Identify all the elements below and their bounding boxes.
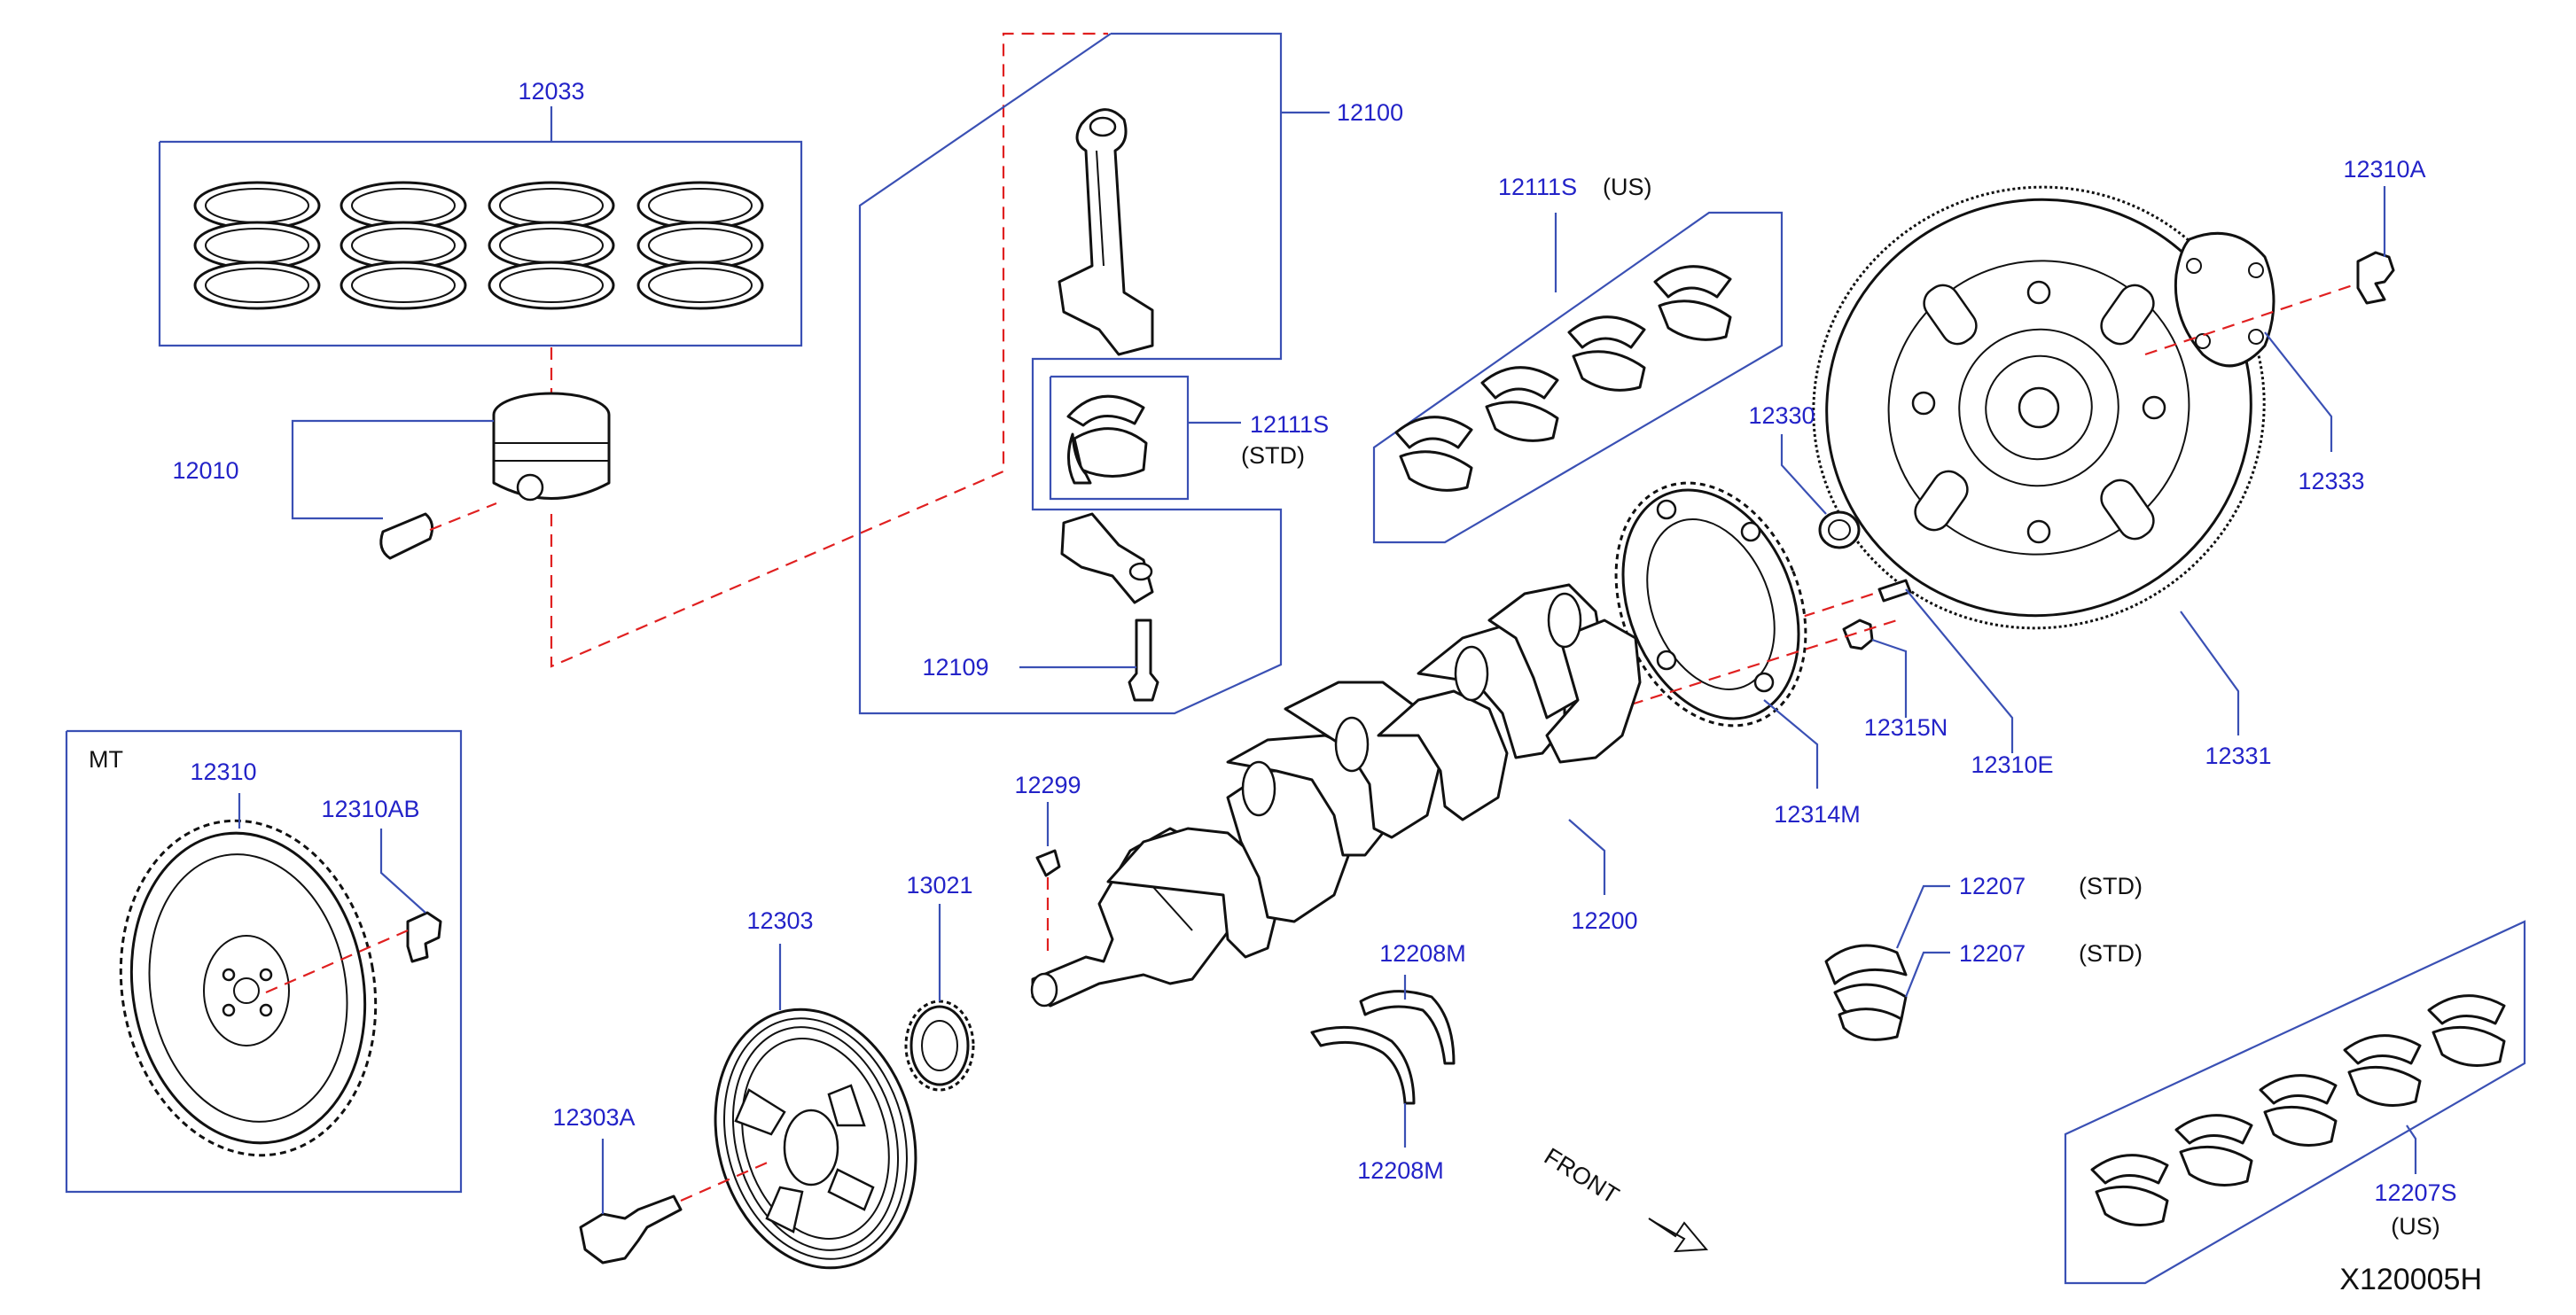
bolt-12315n[interactable]: 12315N	[1842, 619, 1948, 741]
connecting-rod-bearing-set-us[interactable]: 12111S (US)	[1372, 174, 1784, 544]
bolt-12310ab[interactable]: 12310AB	[265, 796, 442, 994]
signal-plate-12314m[interactable]: 12314M	[1581, 455, 1861, 828]
connecting-rod-assembly[interactable]: 12100 12111S (STD) 12109	[858, 32, 1403, 715]
main-bearing-pair-3	[2259, 1074, 2338, 1147]
crankshaft-12200[interactable]: 12200	[1030, 583, 1642, 1008]
callout-12109[interactable]: 12109	[922, 654, 988, 681]
dowel-pin-12310e[interactable]: 12310E	[1763, 579, 2054, 778]
callout-12207-bottom[interactable]: 12207	[1959, 940, 2026, 967]
callout-12207s[interactable]: 12207S	[2374, 1179, 2456, 1206]
callout-12310[interactable]: 12310	[190, 759, 256, 785]
crank-sprocket-13021[interactable]: 13021	[904, 872, 975, 1092]
front-label: FRONT	[1540, 1143, 1624, 1210]
main-bearing-set-us[interactable]: 12207S (US)	[2064, 920, 2526, 1285]
main-bearing-12207[interactable]: 12207 (STD) 12207 (STD)	[1824, 873, 2143, 1041]
ring-stack-2	[340, 181, 467, 310]
ring-stack-3	[488, 181, 615, 310]
callout-12207-bottom-note: (STD)	[2079, 940, 2143, 967]
callout-12111s-std-note: (STD)	[1241, 442, 1305, 469]
callout-12208m-top[interactable]: 12208M	[1379, 940, 1466, 967]
mt-flywheel-box: MT 12310 12310AB	[65, 729, 463, 1194]
piston-ring-set[interactable]: 12033	[158, 78, 803, 347]
callout-13021[interactable]: 13021	[906, 872, 972, 899]
callout-12207-top[interactable]: 12207	[1959, 873, 2026, 899]
callout-12299[interactable]: 12299	[1014, 772, 1081, 798]
main-bearing-pair-5	[2427, 994, 2506, 1067]
bearing-pair-1	[1394, 416, 1473, 492]
oil-seal-12330[interactable]: 12330	[1748, 402, 1861, 549]
bolt-12310a[interactable]: 12310A	[2144, 156, 2426, 356]
callout-12310ab[interactable]: 12310AB	[321, 796, 419, 822]
drive-plate-12331[interactable]: 12331	[1752, 124, 2327, 769]
front-indicator: FRONT	[1540, 1143, 1709, 1253]
callout-12208m-bottom[interactable]: 12208M	[1357, 1157, 1444, 1184]
ring-stack-4	[636, 181, 764, 310]
callout-12330[interactable]: 12330	[1748, 402, 1815, 429]
woodruff-key-12299[interactable]: 12299	[1014, 772, 1081, 953]
callout-12010[interactable]: 12010	[172, 457, 238, 484]
crank-pulley-12303[interactable]: 12303	[687, 907, 943, 1290]
mt-label: MT	[89, 746, 123, 773]
piston-to-rod-centerline	[550, 32, 1108, 668]
main-bearing-pair-2	[2174, 1114, 2253, 1187]
callout-12200[interactable]: 12200	[1571, 907, 1637, 934]
crankshaft-centerline	[1630, 619, 1898, 706]
callout-12333[interactable]: 12333	[2298, 468, 2364, 494]
main-bearing-pair-1	[2090, 1154, 2169, 1226]
piston-assembly[interactable]: 12010	[172, 347, 611, 560]
callout-12315n[interactable]: 12315N	[1864, 714, 1948, 741]
main-bearing-pair-4	[2343, 1034, 2422, 1107]
bearing-pair-4	[1653, 265, 1732, 341]
front-arrow-icon	[1648, 1218, 1709, 1253]
callout-12207-top-note: (STD)	[2079, 873, 2143, 899]
bearing-pair-2	[1480, 366, 1559, 442]
flywheel-12310[interactable]: 12310	[95, 759, 402, 1176]
reinforcement-plate-12333[interactable]: 12333	[2174, 231, 2365, 494]
callout-12310e[interactable]: 12310E	[1971, 751, 2053, 778]
bearing-pair-3	[1567, 315, 1646, 392]
ring-stack-1	[193, 181, 321, 310]
callout-12033[interactable]: 12033	[518, 78, 584, 105]
callout-12303[interactable]: 12303	[746, 907, 813, 934]
callout-12111s-us-note: (US)	[1603, 174, 1652, 200]
callout-12310a[interactable]: 12310A	[2343, 156, 2425, 183]
pulley-bolt-12303a[interactable]: 12303A	[552, 1104, 772, 1264]
callout-12100[interactable]: 12100	[1337, 99, 1403, 126]
callout-12314m[interactable]: 12314M	[1774, 801, 1861, 828]
callout-12111s-std[interactable]: 12111S	[1250, 411, 1329, 438]
callout-12331[interactable]: 12331	[2205, 743, 2271, 769]
callout-12207s-note: (US)	[2391, 1213, 2440, 1240]
thrust-washer-12208m[interactable]: 12208M 12208M	[1310, 940, 1466, 1184]
callout-12303a[interactable]: 12303A	[552, 1104, 635, 1131]
diagram-reference-code: X120005H	[2339, 1263, 2482, 1296]
callout-12111s-us[interactable]: 12111S	[1498, 174, 1577, 200]
